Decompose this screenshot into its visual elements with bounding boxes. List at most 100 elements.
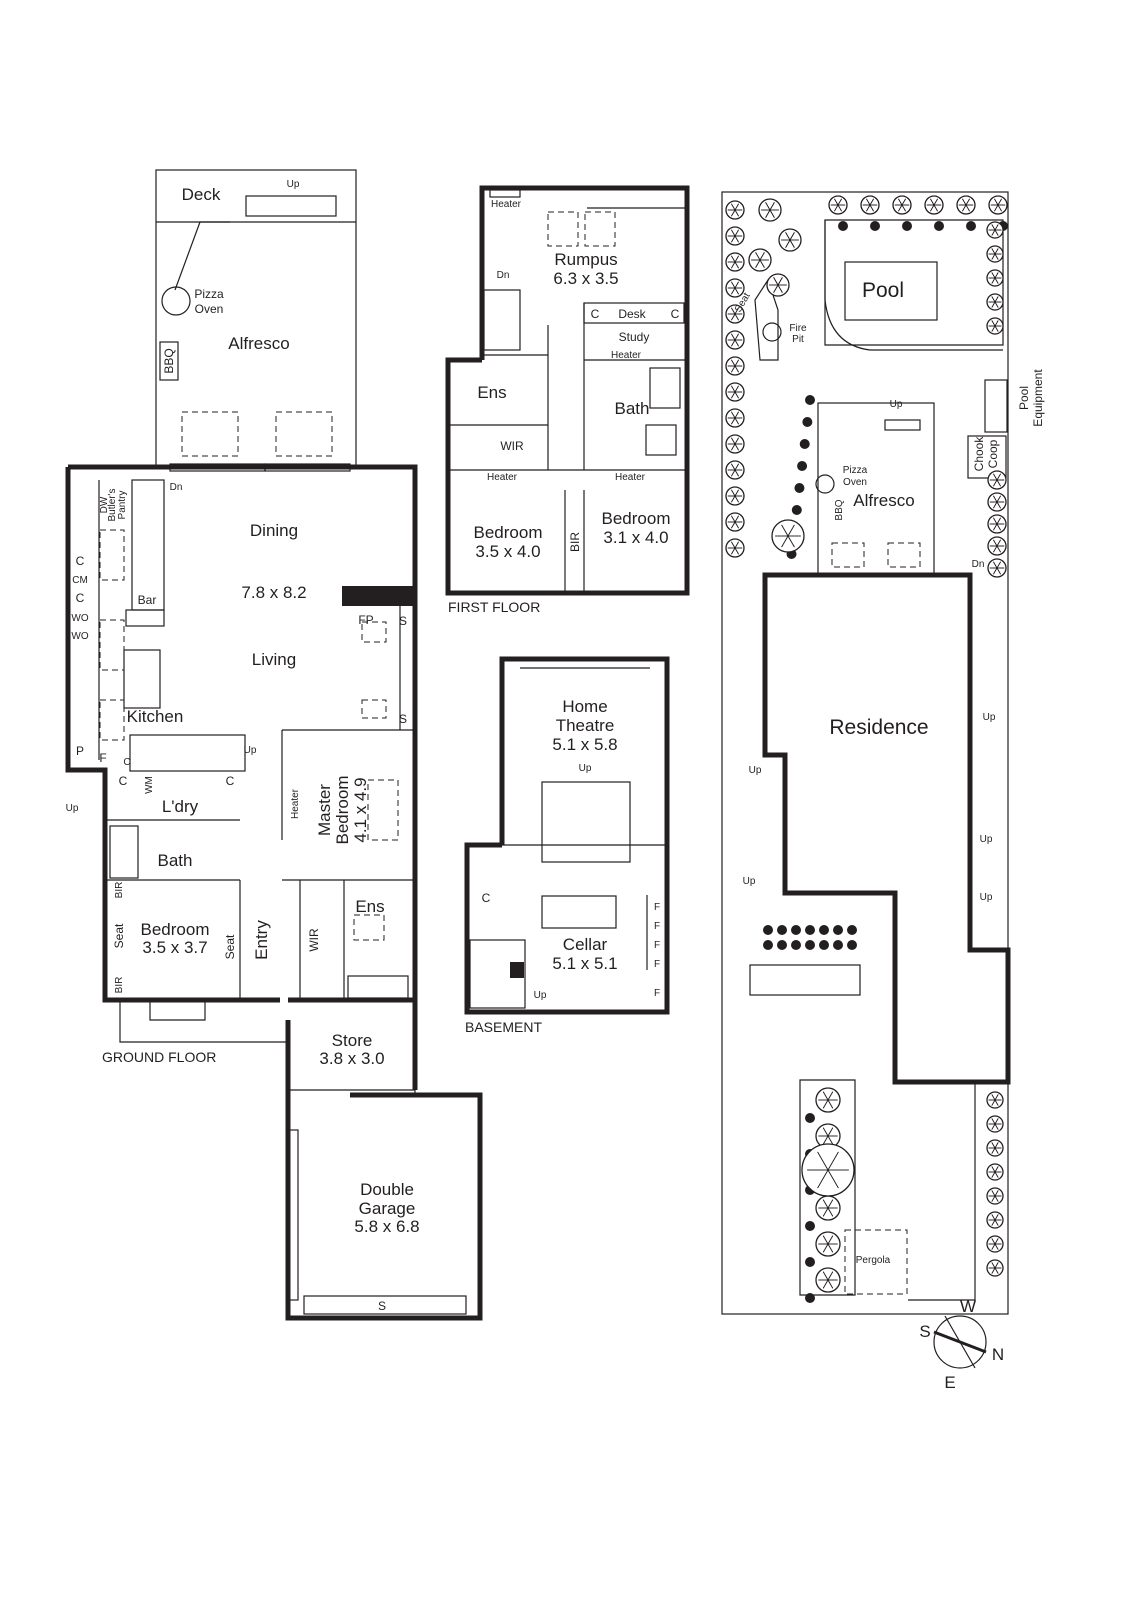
bir-label: BIR [568, 532, 582, 552]
bedroom2-heater-label: Heater [615, 472, 646, 483]
fridge-label-4: F [654, 959, 660, 970]
shrub-icon [805, 1113, 815, 1123]
shrub-icon [934, 221, 944, 231]
seat-label-2: Seat [223, 934, 237, 959]
site-oven-label: Oven [843, 477, 867, 488]
cupboard-label: C [76, 554, 85, 568]
stair [483, 289, 521, 351]
deck-label: Deck [182, 185, 221, 204]
site-bbq-label: BBQ [834, 499, 845, 520]
bedroom-dims: 3.5 x 3.7 [142, 938, 207, 957]
wir-label: WIR [307, 928, 321, 952]
cupboard-label-3: C [123, 757, 130, 768]
living-label: Living [252, 650, 296, 669]
shrub-icon [966, 221, 976, 231]
dining-label: Dining [250, 521, 298, 540]
garage-storage-label: S [378, 1299, 386, 1313]
pizza-oven-label-2: Oven [195, 302, 224, 316]
shrub-icon [902, 221, 912, 231]
up-label-1: Up [983, 712, 996, 723]
fridge-label-2: F [654, 921, 660, 932]
stair-dn-label: Dn [170, 482, 183, 493]
home-theatre-label-2: Theatre [556, 716, 615, 735]
heater-label: Heater [290, 788, 301, 819]
shrub-icon [870, 221, 880, 231]
pool [844, 261, 938, 321]
pergola-label: Pergola [856, 1255, 891, 1266]
garage-dims: 5.8 x 6.8 [354, 1217, 419, 1236]
chook-coop-label: Chook [972, 436, 986, 472]
garden-trees [725, 195, 1008, 1303]
shrub-icon [805, 395, 815, 405]
master-label: Master [315, 784, 334, 836]
shrub-icon [805, 1257, 815, 1267]
shrub-icon [805, 1221, 815, 1231]
alfresco-up-label: Up [890, 399, 903, 410]
shrub-icon [797, 461, 808, 471]
bedroom1-dims: 3.5 x 4.0 [475, 542, 540, 561]
fridge-label-1: F [654, 902, 660, 913]
shrub-icon [799, 439, 810, 449]
master-dims: 4.1 x 4.9 [351, 777, 370, 842]
garage-label-2: Garage [359, 1199, 416, 1218]
cupboard-label-2: C [76, 591, 85, 605]
shrub-icon [763, 925, 773, 935]
first-floor-title: FIRST FLOOR [448, 599, 540, 615]
site-pizza-oven-icon [815, 474, 835, 494]
shrub-icon [847, 940, 857, 950]
stair-dn-label: Dn [497, 270, 510, 281]
bedroom2-dims: 3.1 x 4.0 [603, 528, 668, 547]
rumpus-label: Rumpus [554, 250, 617, 269]
bir-label-2: BIR [114, 977, 125, 994]
stair-up [129, 734, 246, 772]
compass: W S N E [919, 1297, 1004, 1392]
storage-label: S [399, 614, 407, 628]
store-dims: 3.8 x 3.0 [319, 1049, 384, 1068]
alfresco-label: Alfresco [228, 334, 289, 353]
shrub-icon [777, 925, 787, 935]
wir-label: WIR [500, 439, 524, 453]
shrub-icon [819, 940, 829, 950]
site-plan: Pool Seat Fire Pit Pool Equipment Chook … [721, 191, 1045, 1315]
wall-oven-label: WO [71, 613, 88, 624]
site-pizza-label: Pizza [843, 465, 868, 476]
cellar-label: Cellar [563, 935, 608, 954]
residence-label: Residence [829, 716, 928, 739]
cupboard-label-2: C [671, 307, 680, 321]
seat-label: Seat [112, 923, 126, 948]
store-label: Store [332, 1031, 373, 1050]
compass-east: E [944, 1373, 955, 1392]
shrub-icon [791, 925, 801, 935]
basement-title: BASEMENT [465, 1019, 542, 1035]
study-label: Study [619, 330, 650, 344]
entry-label: Entry [252, 920, 271, 960]
wm-label: WM [144, 776, 155, 794]
site-alfresco-label: Alfresco [853, 491, 914, 510]
bedroom1-label: Bedroom [474, 523, 543, 542]
stair-to-basement [131, 479, 165, 611]
ensuite-label: Ens [477, 383, 506, 402]
ground-floor-title: GROUND FLOOR [102, 1049, 216, 1065]
pool-equipment-label-2: Equipment [1031, 369, 1045, 427]
side-up-label: Up [66, 803, 79, 814]
shrub-icon [791, 505, 802, 515]
shrub-icon [763, 940, 773, 950]
storage-label-2: S [399, 712, 407, 726]
laundry-cupboard-label: C [119, 774, 128, 788]
cupboard-label: C [482, 891, 491, 905]
garage-label: Double [360, 1180, 414, 1199]
desk-label: Desk [618, 307, 646, 321]
wall-oven-label-2: WO [71, 631, 88, 642]
cupboard-label: C [591, 307, 600, 321]
bir-label: BIR [114, 882, 125, 899]
bbq-icon [159, 341, 179, 381]
dining-living-dims: 7.8 x 8.2 [241, 583, 306, 602]
master-bedroom-label: Bedroom [333, 776, 352, 845]
home-theatre-dims: 5.1 x 5.8 [552, 735, 617, 754]
site-boundary [721, 191, 1009, 1315]
fire-pit-icon [762, 322, 782, 342]
coffee-machine-label: CM [72, 575, 88, 586]
pizza-oven-icon [161, 286, 191, 316]
shrub-icon [805, 940, 815, 950]
